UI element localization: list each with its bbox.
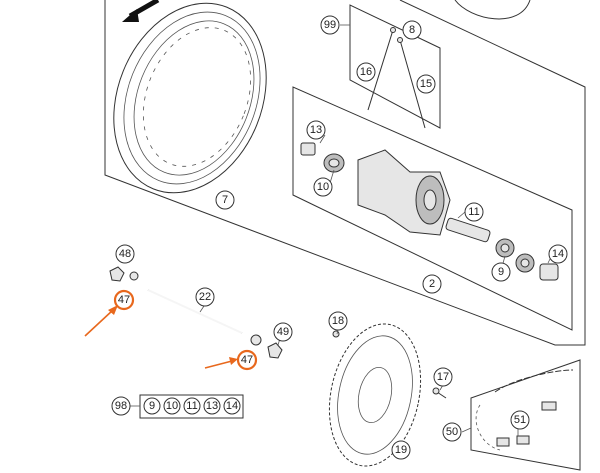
- callout-label: 22: [199, 291, 211, 303]
- callout-label: 15: [420, 78, 432, 90]
- callout-11[interactable]: 11: [464, 202, 484, 222]
- kit-item-10[interactable]: 10: [163, 397, 181, 415]
- callout-17[interactable]: 17: [433, 367, 453, 387]
- kit-item-label: 10: [166, 400, 178, 412]
- hub-drawing: [300, 142, 559, 281]
- callout-label: 99: [324, 19, 336, 31]
- chain-drawing: [475, 369, 574, 451]
- callout-51[interactable]: 51: [510, 410, 530, 430]
- sprocket-drawing: [328, 323, 422, 467]
- callout-7[interactable]: 7: [215, 190, 235, 210]
- callout-label: 7: [222, 194, 228, 206]
- callout-14[interactable]: 14: [548, 244, 568, 264]
- callout-label: 2: [429, 278, 435, 290]
- axle-drawing: [109, 266, 283, 359]
- callout-50[interactable]: 50: [442, 422, 462, 442]
- callout-label: 11: [468, 206, 479, 218]
- tire-fragment: [454, 0, 531, 20]
- kit-item-label: 13: [206, 400, 218, 412]
- kit-item-label: 9: [149, 400, 155, 412]
- callout-47-axle-right[interactable]: 47: [236, 349, 258, 371]
- callout-label: 50: [446, 426, 458, 438]
- kit-item-13[interactable]: 13: [203, 397, 221, 415]
- callout-10[interactable]: 10: [313, 177, 333, 197]
- callout-18[interactable]: 18: [328, 311, 348, 331]
- callout-8[interactable]: 8: [402, 20, 422, 40]
- callout-label: 47: [118, 294, 130, 306]
- callout-19[interactable]: 19: [391, 440, 411, 460]
- spoke-drawing: [367, 27, 426, 129]
- callout-label: 13: [310, 124, 322, 136]
- wheel-assembly-panel: [104, 0, 586, 346]
- chain-panel: [470, 359, 581, 471]
- callout-22[interactable]: 22: [195, 287, 215, 307]
- kit-label: 98: [115, 400, 127, 412]
- callout-label: 49: [277, 326, 289, 338]
- callout-48[interactable]: 48: [115, 244, 135, 264]
- callout-16[interactable]: 16: [356, 62, 376, 82]
- callout-9[interactable]: 9: [491, 262, 511, 282]
- kit-item-label: 11: [186, 400, 197, 412]
- rim-drawing: [113, 2, 267, 194]
- callout-label: 9: [498, 266, 504, 278]
- callout-2[interactable]: 2: [422, 274, 442, 294]
- hub-panel: [292, 86, 573, 331]
- callout-label: 18: [332, 315, 344, 327]
- callout-label: 17: [437, 371, 449, 383]
- callout-15[interactable]: 15: [416, 74, 436, 94]
- kit-item-14[interactable]: 14: [223, 397, 241, 415]
- kit-item-9[interactable]: 9: [143, 397, 161, 415]
- kit-item-11[interactable]: 11: [183, 397, 201, 415]
- callout-47-axle-left[interactable]: 47: [113, 289, 135, 311]
- highlight-arrow-icon: [84, 305, 238, 369]
- callout-label: 16: [360, 66, 372, 78]
- kit-98[interactable]: 98 9 10 11 13 14: [111, 394, 244, 419]
- kit-item-label: 14: [226, 400, 238, 412]
- callout-label: 10: [317, 181, 329, 193]
- sprocket-bolt-drawing: [432, 387, 447, 399]
- callout-13[interactable]: 13: [306, 120, 326, 140]
- callout-label: 47: [241, 354, 253, 366]
- callout-99[interactable]: 99: [320, 15, 340, 35]
- callout-49[interactable]: 49: [273, 322, 293, 342]
- callout-label: 14: [552, 248, 564, 260]
- callout-label: 51: [514, 414, 526, 426]
- callout-label: 8: [409, 24, 415, 36]
- callout-label: 48: [119, 248, 131, 260]
- callout-label: 19: [395, 444, 407, 456]
- rotation-arrow-icon: [122, 0, 160, 22]
